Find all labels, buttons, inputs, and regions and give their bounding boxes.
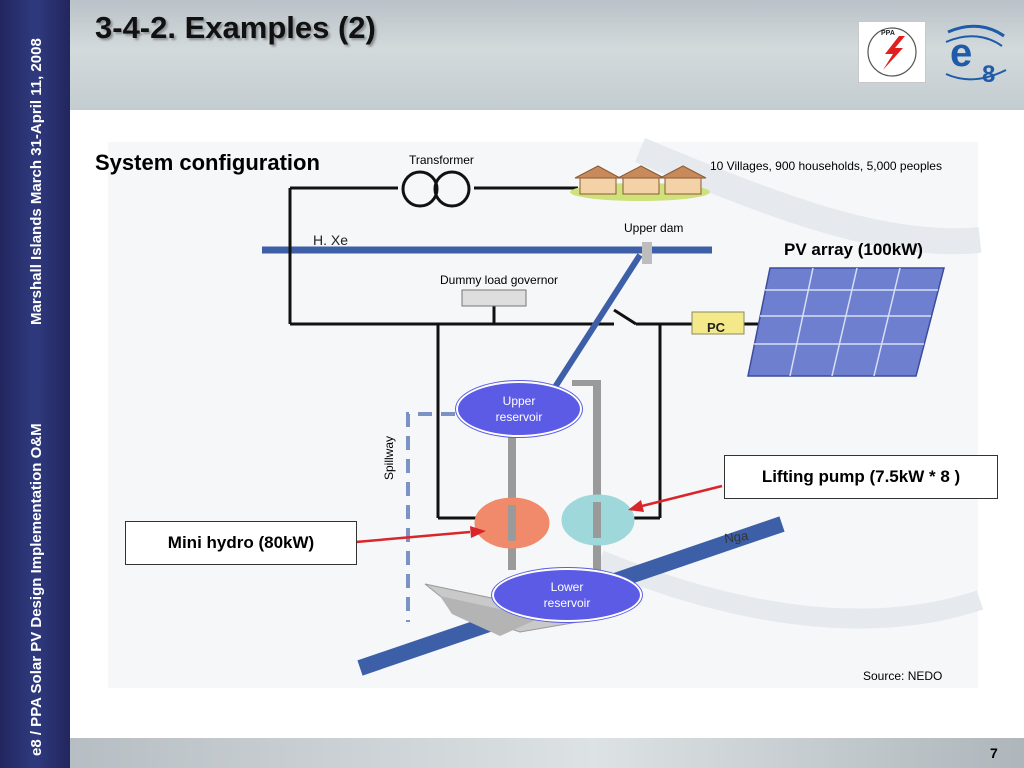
- transformer-icon: [401, 170, 439, 208]
- transformer-label: Transformer: [409, 153, 474, 167]
- source-note: Source: NEDO: [863, 669, 943, 683]
- svg-text:8: 8: [982, 61, 995, 88]
- upper-reservoir: Upper reservoir: [456, 381, 582, 437]
- svg-text:e: e: [950, 31, 972, 75]
- e8-logo: e 8: [940, 18, 1010, 88]
- lower-reservoir: Lower reservoir: [492, 568, 642, 622]
- section-title: System configuration: [95, 150, 320, 175]
- lifting-pump-arrow: [641, 484, 723, 508]
- sidebar: Marshall Islands March 31-April 11, 2008…: [0, 0, 70, 768]
- intake-channel: [545, 253, 643, 400]
- spillway-label: Spillway: [382, 435, 396, 480]
- page-title: 3-4-2. Examples (2): [95, 10, 376, 45]
- ppa-logo: PPA: [858, 21, 926, 83]
- dummy-load-box: [461, 289, 527, 307]
- lifting-pump-label: Lifting pump (7.5kW * 8 ): [724, 455, 998, 499]
- pv-array-icon: [747, 267, 945, 377]
- upper-reservoir-label: Upper reservoir: [495, 394, 543, 424]
- river-top-label: H. Xe: [313, 232, 348, 248]
- spillway-channel: [406, 412, 455, 622]
- mini-hydro-label: Mini hydro (80kW): [125, 521, 357, 565]
- villages-label: 10 Villages, 900 households, 5,000 peopl…: [710, 159, 942, 173]
- mini-hydro-arrow: [355, 530, 471, 544]
- penstock-pipe: [508, 420, 516, 570]
- switch: [613, 308, 637, 326]
- pv-array-label: PV array (100kW): [784, 240, 923, 259]
- upper-dam-label: Upper dam: [624, 221, 684, 235]
- pc-box: [691, 311, 745, 335]
- dummy-load-label: Dummy load governor: [440, 273, 559, 287]
- page-number: 7: [990, 745, 998, 761]
- ppa-logo-text: PPA: [881, 30, 895, 37]
- lower-reservoir-label: Lower reservoir: [543, 580, 591, 610]
- pump-pipe: [593, 380, 601, 576]
- footer-band: [70, 738, 1024, 768]
- upper-dam: [642, 242, 652, 264]
- river-bottom-label: Nga: [723, 528, 749, 546]
- village-houses-icon: [574, 165, 707, 195]
- pc-label: PC: [707, 320, 726, 335]
